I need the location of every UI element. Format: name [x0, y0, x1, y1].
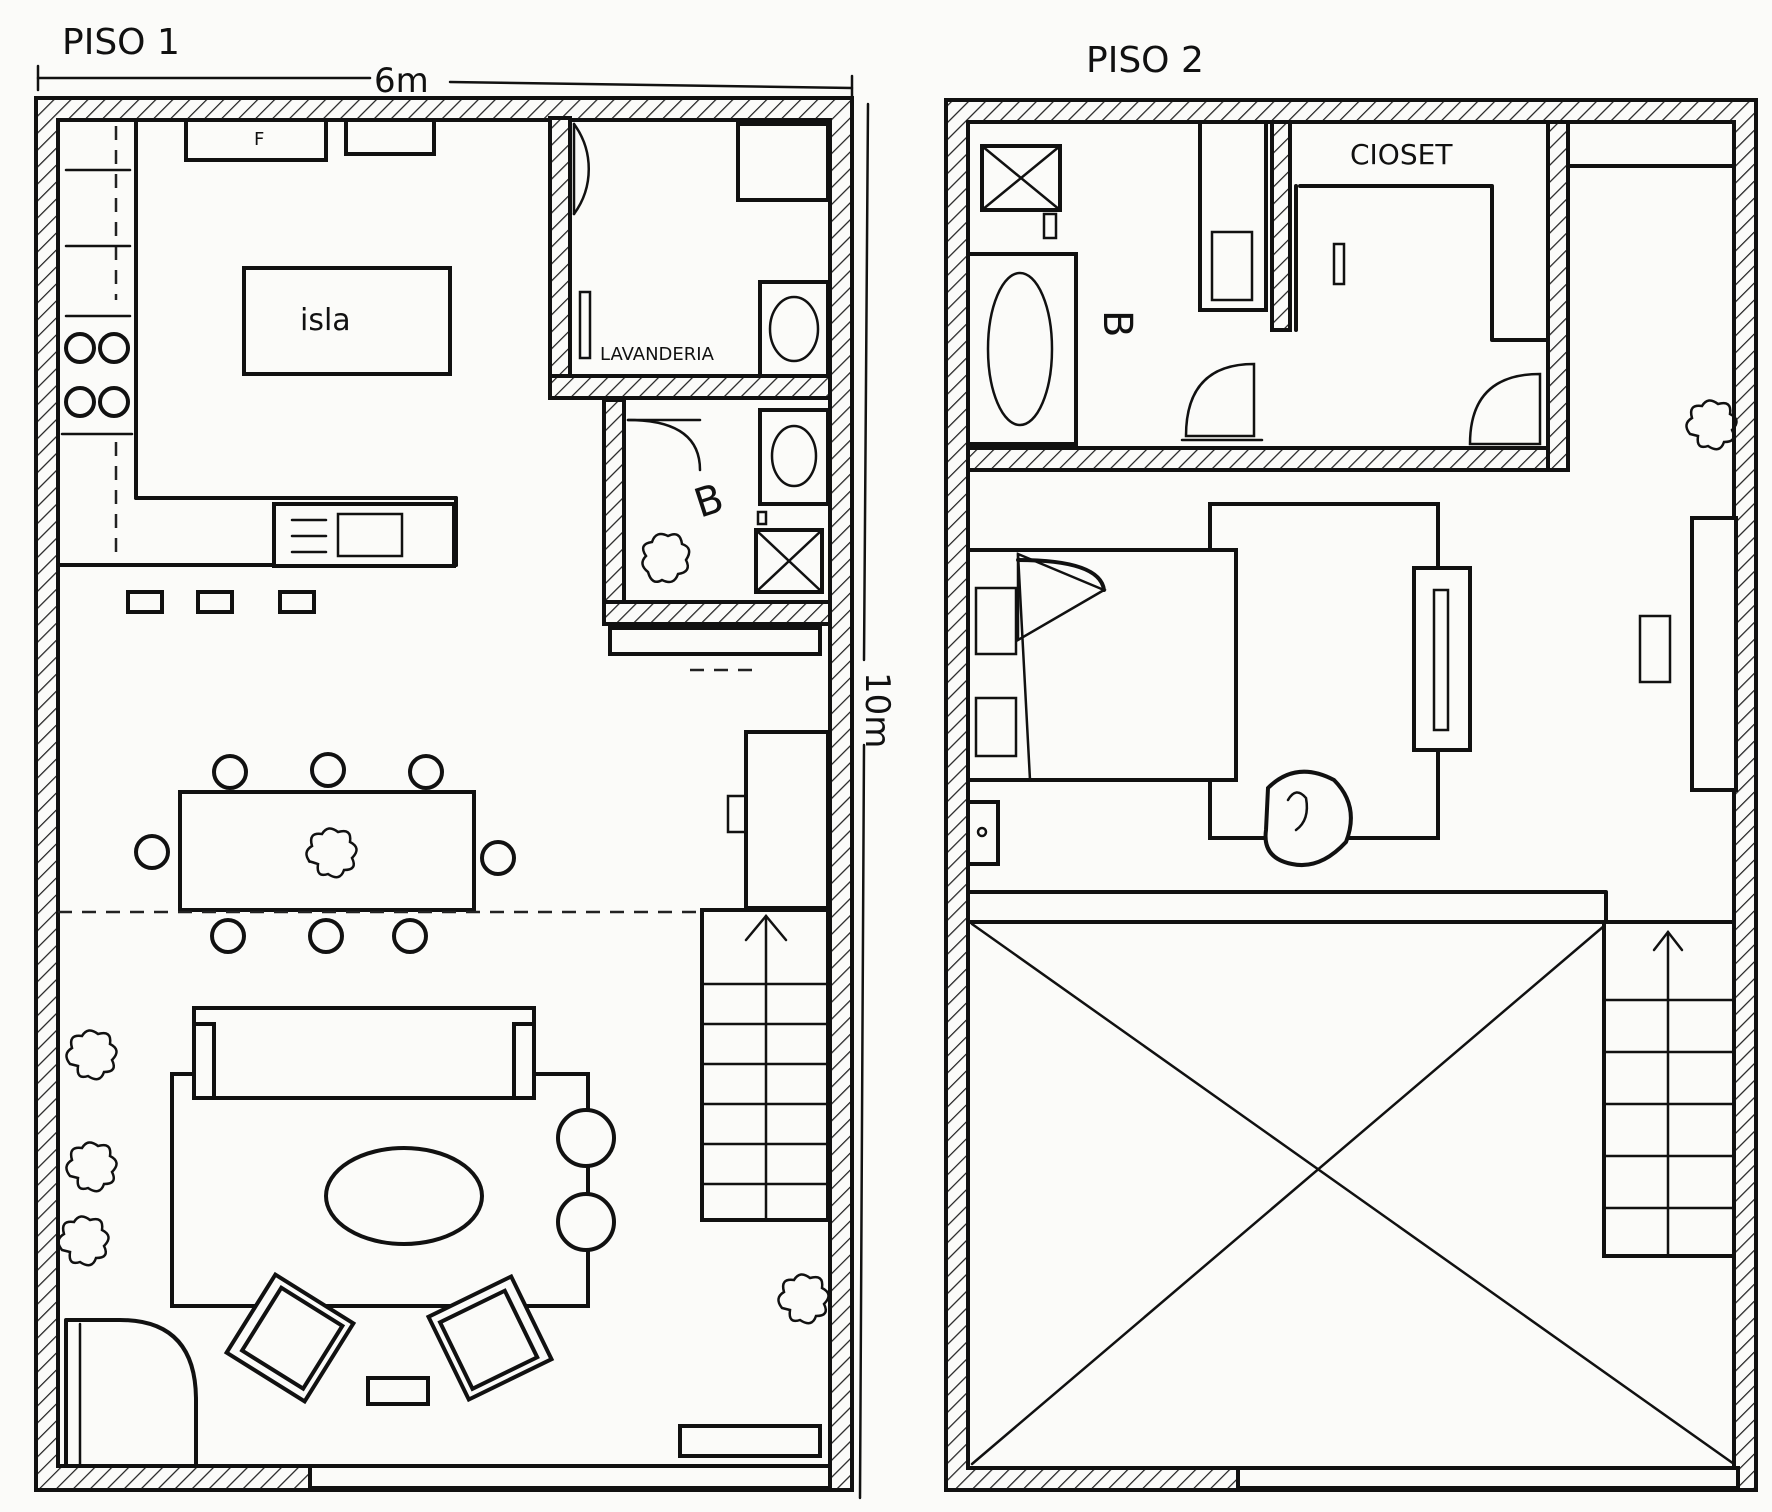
wardrobe — [1690, 516, 1738, 792]
fridge — [184, 118, 328, 162]
living-area — [64, 1006, 822, 1468]
floor-2-divider-wall-upper — [1270, 120, 1292, 332]
floor-2-bath-closet-wall — [966, 446, 1570, 472]
floor-2-title: PISO 2 — [1086, 40, 1204, 81]
bath-2-tub — [966, 252, 1078, 446]
nightstand — [966, 800, 1000, 866]
side-cabinet — [744, 730, 830, 910]
bath-1-wall-bottom — [602, 600, 832, 626]
bath-1-toilet — [758, 408, 830, 506]
sofa-arm-right — [512, 1022, 536, 1100]
bath-2-label: B — [1094, 310, 1140, 337]
bedroom-desk — [1412, 566, 1472, 752]
floor-2-closet-wall-right — [1546, 120, 1570, 472]
fridge-label: F — [254, 129, 264, 150]
dining-plant-icon — [305, 827, 358, 879]
sofa-arm-left — [192, 1022, 216, 1100]
plant-icon — [65, 1141, 118, 1193]
entry-threshold — [308, 1464, 832, 1490]
island-label: isla — [300, 303, 351, 338]
laundry-label: LAVANDERIA — [600, 344, 715, 365]
bedroom — [966, 399, 1738, 867]
dryer — [736, 122, 830, 202]
kitchen-counters — [56, 118, 458, 568]
laundry-room: LAVANDERIA — [572, 122, 830, 378]
floor-1-height-label: 10m — [857, 672, 897, 748]
plant-bath-icon — [641, 532, 691, 584]
floor-2-threshold — [1236, 1466, 1740, 1490]
floor-1-title: PISO 1 — [62, 22, 180, 63]
dining-table — [178, 790, 476, 912]
plant-icon — [777, 1273, 830, 1325]
shoe-cabinet — [678, 1424, 822, 1458]
floor-1-plan: PISO 1 6m 10m — [34, 22, 897, 1500]
bath-2-vanity — [1198, 120, 1268, 312]
bedroom-chair — [1263, 769, 1353, 867]
sofa — [192, 1006, 536, 1100]
floor-lamp-corner — [64, 1318, 198, 1468]
floor-1-width-dimension: 6m — [36, 61, 854, 102]
floor-1-height-dimension: 10m — [857, 102, 897, 1500]
closet-room: CIOSET — [1294, 138, 1736, 446]
closet-label: CIOSET — [1350, 138, 1453, 171]
side-table-1 — [556, 1108, 616, 1168]
kitchen-cabinet — [344, 118, 436, 156]
bath-1-label: B — [689, 475, 729, 527]
armchair-right — [425, 1273, 555, 1403]
kitchen-island — [242, 266, 452, 376]
floor-1-stairs — [700, 908, 830, 1222]
laundry-wall-left — [548, 116, 572, 396]
hall-cabinet — [608, 626, 822, 656]
floor-2-plan: PISO 2 B CIOSET — [944, 40, 1758, 1492]
plant-icon — [65, 1029, 118, 1081]
dining-area — [134, 752, 516, 954]
plant-bedroom-icon — [1685, 399, 1738, 451]
bath-1-wall-left — [602, 398, 626, 624]
bar-stools — [126, 590, 316, 614]
side-table-2 — [556, 1192, 616, 1252]
armchair-left — [223, 1271, 357, 1405]
floor-1-width-label: 6m — [374, 61, 429, 101]
coffee-table — [324, 1146, 484, 1246]
plant-icon — [57, 1215, 110, 1267]
plants-left-wall — [57, 1029, 830, 1325]
laundry-wall-bottom — [548, 374, 832, 400]
bathroom-2: B — [966, 120, 1268, 446]
footstool — [366, 1376, 430, 1406]
double-height-void — [966, 890, 1736, 1466]
bathroom-1: B — [608, 408, 830, 672]
floor-2-stairs — [1602, 920, 1736, 1258]
